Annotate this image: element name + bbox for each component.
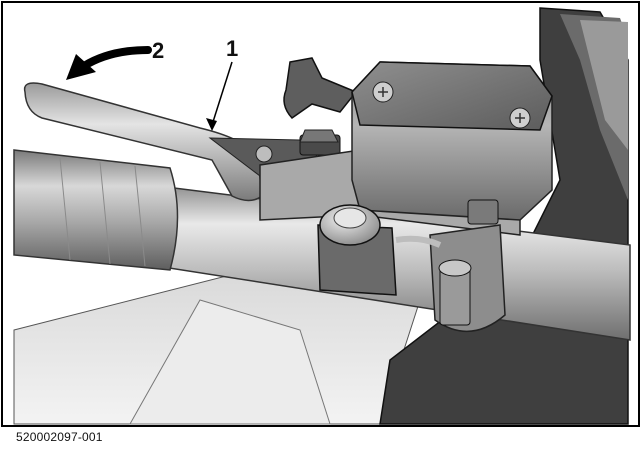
callout-2-label: 2: [152, 38, 164, 63]
brake-line: [395, 235, 442, 248]
callout-1-label: 1: [226, 36, 238, 61]
knob-top: [333, 207, 367, 229]
callout-1-arrowhead: [206, 118, 217, 131]
direction-arrow-2-head: [66, 54, 96, 80]
clamp-bolt-top: [467, 199, 499, 225]
figure-id-caption: 520002097-001: [16, 430, 103, 444]
adjuster-bolt-head: [299, 129, 339, 143]
mirror-bracket: [283, 57, 358, 119]
floor-shade: [129, 299, 331, 425]
lever-pivot-bolt: [255, 145, 273, 163]
mirror-glass: [580, 20, 628, 150]
grip-ridges: [59, 157, 146, 267]
callout-1-leader: [211, 61, 233, 126]
clamp-bolt-head: [438, 259, 472, 277]
direction-arrow-2: [80, 46, 152, 70]
handlebar-grip: [13, 149, 179, 271]
cap-screw-left-slot: [378, 87, 388, 97]
reservoir-cap: [351, 61, 553, 131]
cap-screw-right-slot: [515, 113, 525, 123]
